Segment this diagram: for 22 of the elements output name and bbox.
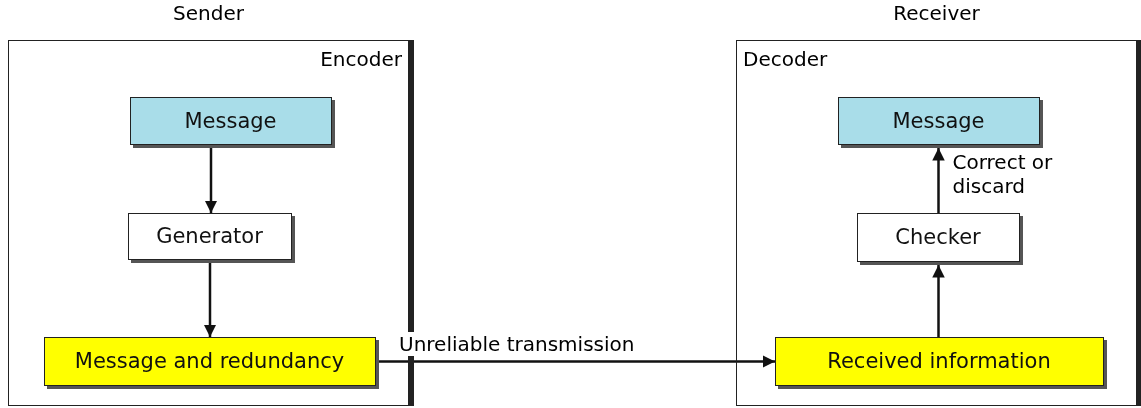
- box-label: Message: [892, 108, 985, 133]
- process-box: [856, 212, 1020, 262]
- panel-label: Decoder: [743, 47, 828, 71]
- panel-heading: Sender: [172, 1, 245, 25]
- box-label: Generator: [156, 224, 263, 248]
- arrow: [204, 148, 218, 213]
- panel-heading: Receiver: [892, 1, 981, 25]
- arrow: [379, 355, 775, 368]
- box-label: Message and redundancy: [74, 349, 345, 373]
- arrow: [203, 263, 217, 337]
- edge-label: Unreliable transmission: [399, 331, 635, 356]
- message-box: [837, 96, 1040, 145]
- process-box: [127, 212, 292, 260]
- process-box: [774, 336, 1104, 386]
- panel-label: Encoder: [320, 47, 402, 71]
- message-box: [129, 96, 332, 145]
- process-box: [43, 336, 376, 386]
- box-label: Message: [184, 108, 277, 133]
- box-label: Checker: [895, 225, 981, 249]
- arrow: [932, 148, 945, 213]
- arrow: [932, 265, 945, 337]
- box-label: Received information: [827, 349, 1051, 373]
